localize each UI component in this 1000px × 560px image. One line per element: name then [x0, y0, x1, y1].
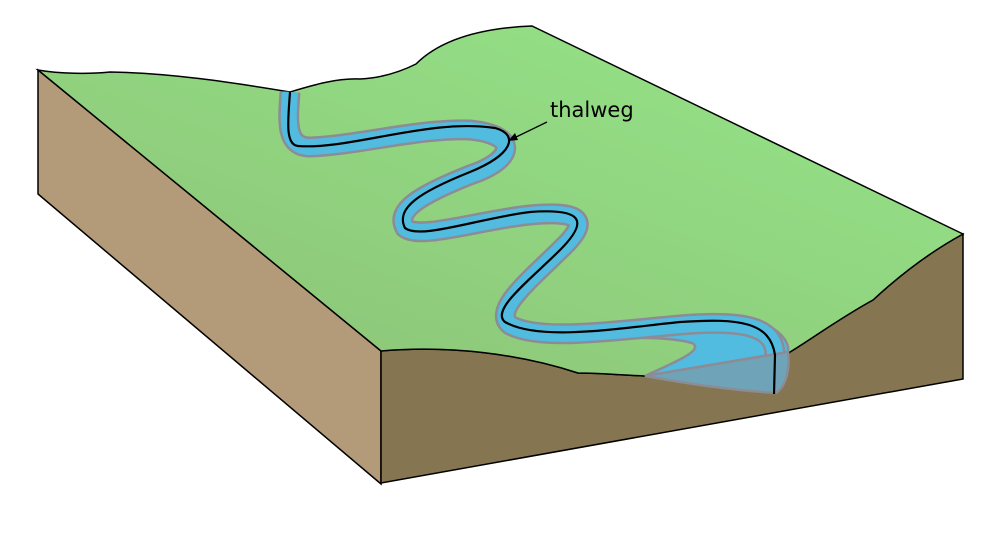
land-surface — [35, 25, 965, 377]
river-cross-section — [644, 350, 790, 395]
thalweg-label: thalweg — [550, 98, 634, 122]
arrow-icon — [511, 121, 548, 140]
thalweg-line — [287, 91, 777, 395]
river — [278, 91, 790, 395]
thalweg-annotation: thalweg — [508, 98, 634, 141]
